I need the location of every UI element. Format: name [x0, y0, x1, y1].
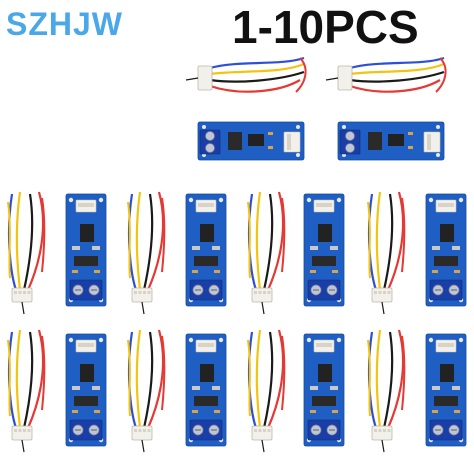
quantity-label: 1-10PCS — [232, 1, 419, 53]
brand-logo: SZHJW — [6, 6, 123, 42]
top-set-1 — [185, 56, 307, 161]
top-set-2 — [325, 56, 447, 161]
row-2-sets — [6, 190, 467, 316]
row-3-sets — [6, 328, 467, 454]
